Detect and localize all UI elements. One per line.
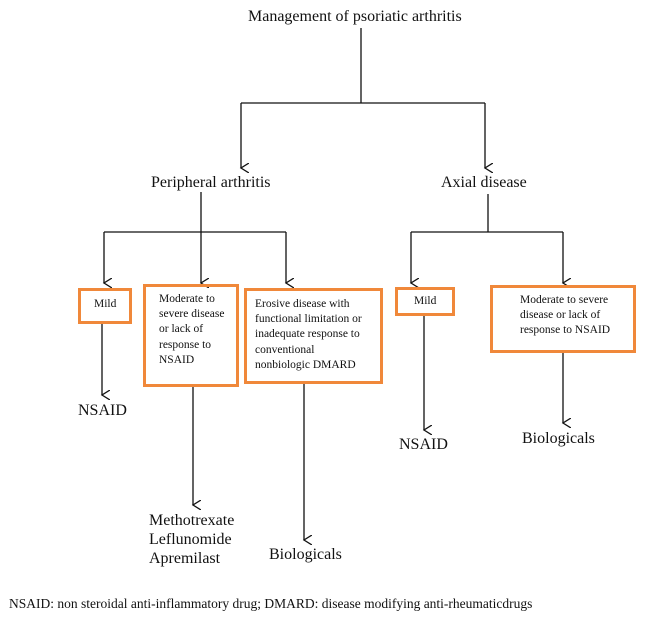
peripheral-erosive-line: conventional (255, 343, 315, 356)
axial-moderate-outcome: Biologicals (522, 430, 595, 447)
peripheral-mild-text: Mild (94, 298, 117, 310)
peripheral-erosive-line: inadequate response to (255, 328, 360, 341)
peripheral-moderate-line: NSAID (159, 353, 195, 366)
peripheral-erosive-box: Erosive disease with functional limitati… (244, 288, 383, 384)
axial-moderate-box: Moderate to severe disease or lack of re… (490, 285, 636, 353)
peripheral-moderate-line: response to (159, 338, 212, 351)
peripheral-moderate-line: or lack of (159, 323, 204, 336)
peripheral-moderate-box: Moderate to severe disease or lack of re… (143, 284, 239, 387)
peripheral-moderate-outcome: Methotrexate Leflunomide Apremilast (149, 511, 234, 569)
axial-disease-label: Axial disease (441, 174, 527, 191)
peripheral-moderate-line: Moderate to (159, 293, 215, 305)
peripheral-mild-outcome: NSAID (78, 402, 127, 419)
peripheral-mild-box: Mild (78, 288, 132, 324)
peripheral-erosive-line: nonbiologic DMARD (255, 358, 356, 371)
peripheral-moderate-text: Moderate to severe disease or lack of re… (159, 292, 239, 368)
axial-mild-outcome: NSAID (399, 436, 448, 453)
diagram-title: Management of psoriatic arthritis (248, 8, 462, 25)
peripheral-erosive-line: functional limitation or (255, 313, 362, 326)
peripheral-erosive-line: Erosive disease with (255, 298, 350, 310)
axial-moderate-text: Moderate to severe disease or lack of re… (520, 293, 636, 339)
axial-mild-box: Mild (395, 287, 455, 316)
treatment-methotrexate: Methotrexate (149, 512, 235, 529)
treatment-leflunomide: Leflunomide (149, 531, 232, 549)
peripheral-arthritis-label: Peripheral arthritis (151, 174, 271, 191)
abbreviations-footnote: NSAID: non steroidal anti-inflammatory d… (9, 596, 533, 611)
axial-mild-text: Mild (414, 295, 437, 307)
axial-moderate-line: response to NSAID (520, 324, 611, 337)
axial-moderate-line: disease or lack of (520, 309, 601, 322)
peripheral-moderate-line: severe disease (159, 308, 225, 321)
axial-moderate-line: Moderate to severe (520, 294, 609, 306)
peripheral-erosive-outcome: Biologicals (269, 546, 342, 563)
treatment-apremilast: Apremilast (149, 550, 221, 568)
peripheral-erosive-text: Erosive disease with functional limitati… (255, 297, 383, 373)
